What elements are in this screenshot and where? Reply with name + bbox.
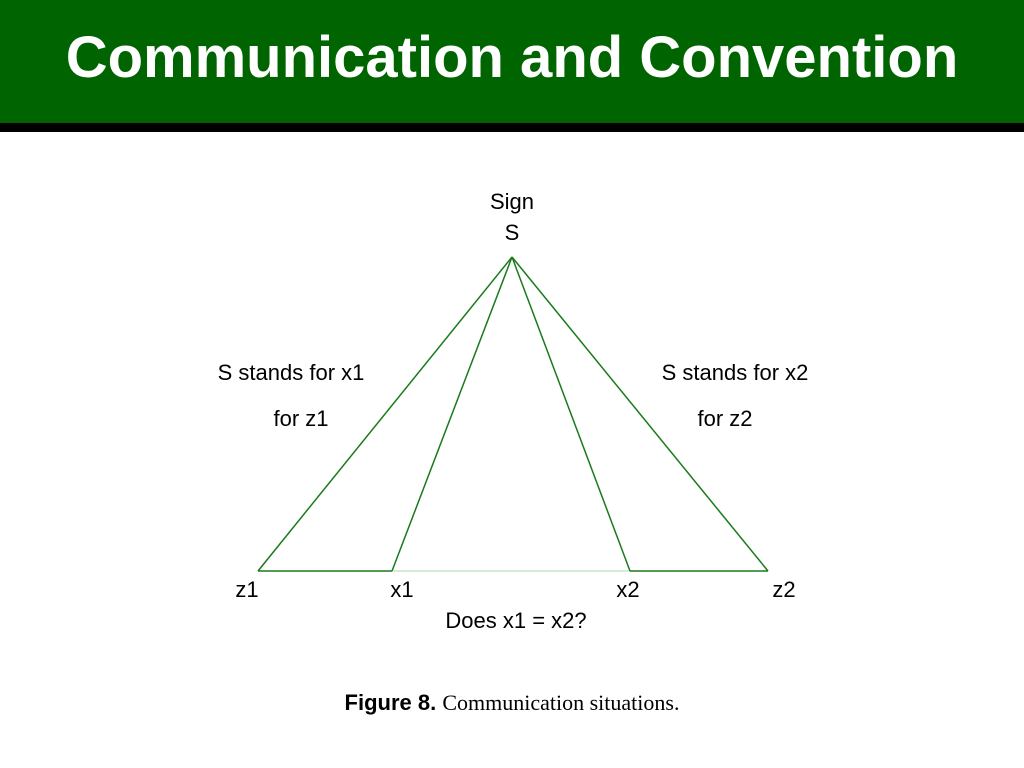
left-annotation-line1: S stands for x1 (218, 360, 365, 385)
figure-caption-label: Figure 8. (344, 690, 437, 715)
edge-s-z2 (511, 256, 769, 572)
edge-s-z1 (257, 256, 513, 572)
right-annotation-line1: S stands for x2 (662, 360, 809, 385)
title-bar: Communication and Convention (0, 0, 1024, 123)
apex-label-sign: Sign (490, 189, 534, 214)
node-label-x2: x2 (616, 577, 639, 602)
right-annotation-line2: for z2 (697, 406, 752, 431)
page-title: Communication and Convention (65, 25, 959, 90)
title-divider (0, 123, 1024, 132)
diagram-question: Does x1 = x2? (445, 608, 586, 633)
node-label-z1: z1 (235, 577, 258, 602)
figure-caption: Figure 8. Communication situations. (0, 690, 1024, 716)
apex-label-s: S (505, 220, 520, 245)
node-label-z2: z2 (772, 577, 795, 602)
node-label-x1: x1 (390, 577, 413, 602)
left-annotation-line2: for z1 (273, 406, 328, 431)
edge-s-x2 (511, 256, 631, 572)
figure-caption-text: Communication situations. (442, 690, 680, 715)
edge-s-x1 (391, 256, 513, 572)
